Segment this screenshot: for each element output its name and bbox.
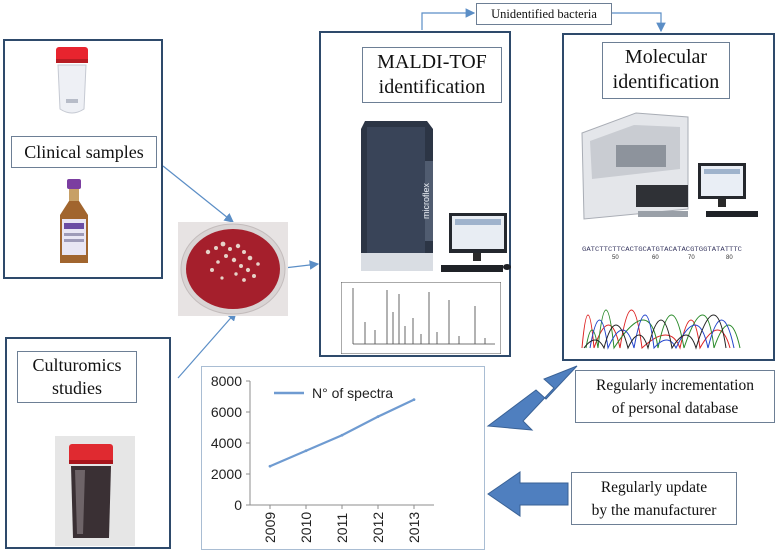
culture-pot-icon [55, 436, 135, 546]
molecular-text-line1: Molecular [624, 46, 708, 68]
arrow-culture-to-maldi [283, 260, 320, 270]
incrementation-text-line1: Regularly incrementation [596, 377, 754, 394]
x-tick-label: 2010 [298, 512, 314, 543]
legend-label: N° of spectra [312, 385, 393, 401]
y-tick-label: 8000 [211, 373, 242, 389]
maldi-brand-text: microflex [421, 182, 431, 219]
y-tick-label: 6000 [211, 404, 242, 420]
molecular-text-line2: identification [612, 71, 720, 93]
culturomics-text-line1: Culturomics [32, 355, 122, 375]
seq-tick-70: 70 [688, 255, 695, 261]
incrementation-label: Regularly incrementation of personal dat… [575, 370, 775, 423]
clinical-samples-text: Clinical samples [24, 142, 144, 162]
spectra-chart-panel: 0 2000 4000 6000 8000 2009 2010 2011 2012 2013 N° … [201, 366, 485, 550]
maldi-tof-text-line2: identification [378, 76, 486, 98]
x-tick-label: 2012 [370, 512, 386, 543]
chromatogram-thumbnail: GATCTTCTTCACTGCATGTACATACGTGGTATATTTC 50… [580, 242, 744, 354]
series-point [412, 398, 416, 401]
clinical-samples-panel: Clinical samples [3, 39, 163, 279]
x-tick-label: 2013 [406, 512, 422, 543]
maldi-tof-label: MALDI-TOF identification [362, 47, 502, 103]
sequence-text: GATCTTCTTCACTGCATGTACATACGTGGTATATTTC [582, 246, 742, 253]
culturomics-text-line2: studies [51, 378, 102, 398]
seq-tick-80: 80 [726, 255, 733, 261]
culturomics-label: Culturomics studies [17, 351, 137, 403]
sequencer-instrument-icon [581, 112, 758, 220]
arrow-incrementation-block [486, 365, 578, 431]
arrow-maldi-to-unidentified [421, 8, 476, 30]
arrow-update-block [487, 471, 569, 517]
seq-tick-50: 50 [612, 255, 619, 261]
spectra-line-chart: 0 2000 4000 6000 8000 2009 2010 2011 2012 2013 N° … [211, 373, 434, 543]
arrow-unidentified-to-molecular [612, 12, 666, 33]
petri-dish-icon [178, 222, 288, 316]
update-text-line1: Regularly update [600, 479, 708, 496]
blood-culture-bottle-icon [60, 179, 88, 263]
series-point [376, 415, 380, 419]
mass-spectrum-thumbnail [341, 282, 501, 354]
sample-tube-icon [56, 47, 88, 114]
unidentified-bacteria-text: Unidentified bacteria [491, 7, 597, 21]
x-tick-label: 2009 [262, 512, 278, 543]
series-point [340, 433, 344, 437]
manufacturer-update-label: Regularly update by the manufacturer [571, 472, 737, 525]
series-point [304, 449, 308, 453]
maldi-tof-text-line1: MALDI-TOF [377, 51, 487, 73]
unidentified-bacteria-label: Unidentified bacteria [476, 3, 612, 25]
series-line [269, 398, 415, 468]
seq-tick-60: 60 [652, 255, 659, 261]
clinical-samples-label: Clinical samples [11, 136, 157, 168]
arrow-culturomics-to-culture [177, 311, 237, 379]
culturomics-panel: Culturomics studies [5, 337, 171, 549]
molecular-panel: Molecular identification GATCTTCTTCACTGC… [562, 33, 775, 361]
maldi-instrument-icon: microflex [361, 121, 511, 272]
y-tick-label: 2000 [211, 466, 242, 482]
y-tick-label: 0 [234, 497, 242, 513]
arrow-clinical-to-culture [162, 165, 234, 223]
molecular-label: Molecular identification [602, 42, 730, 99]
incrementation-text-line2: of personal database [611, 400, 739, 417]
y-tick-label: 4000 [211, 435, 242, 451]
series-point [268, 464, 272, 468]
maldi-tof-panel: MALDI-TOF identification microflex [319, 31, 511, 357]
x-tick-label: 2011 [334, 513, 350, 543]
update-text-line2: by the manufacturer [591, 502, 717, 519]
